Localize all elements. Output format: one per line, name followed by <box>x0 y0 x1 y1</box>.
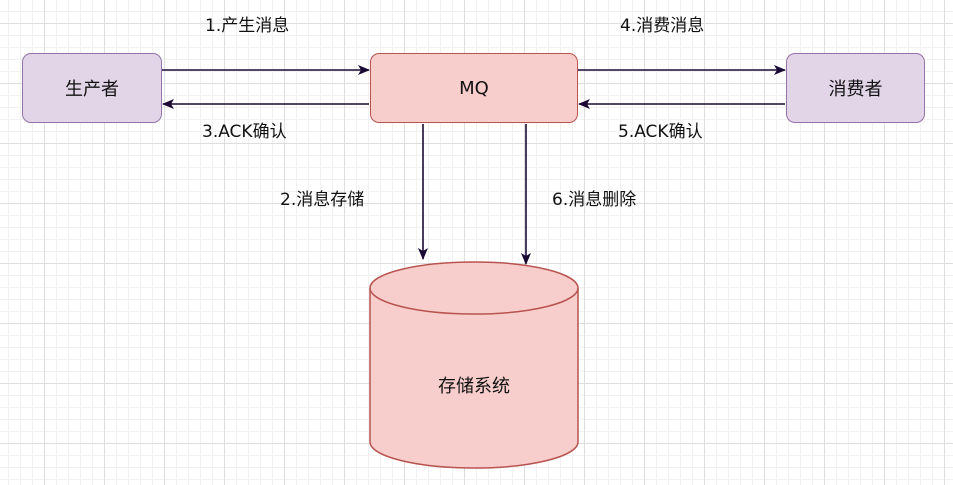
mq-node-label: MQ <box>459 77 489 99</box>
edge-consumer-ack-label: 5.ACK确认 <box>618 122 703 142</box>
storage-node-label: 存储系统 <box>438 376 510 397</box>
edge-producer-ack-label: 3.ACK确认 <box>202 122 287 142</box>
edge-delete-label: 6.消息删除 <box>552 190 637 210</box>
edge-consume-label: 4.消费消息 <box>620 16 705 36</box>
storage-cylinder <box>369 261 579 469</box>
consumer-node-label: 消费者 <box>828 79 883 100</box>
edge-store-label: 2.消息存储 <box>280 190 365 210</box>
mq-node: MQ <box>370 53 578 123</box>
consumer-node: 消费者 <box>786 53 925 123</box>
edge-produce-label: 1.产生消息 <box>205 16 290 36</box>
producer-node: 生产者 <box>22 53 162 123</box>
producer-node-label: 生产者 <box>65 79 119 100</box>
